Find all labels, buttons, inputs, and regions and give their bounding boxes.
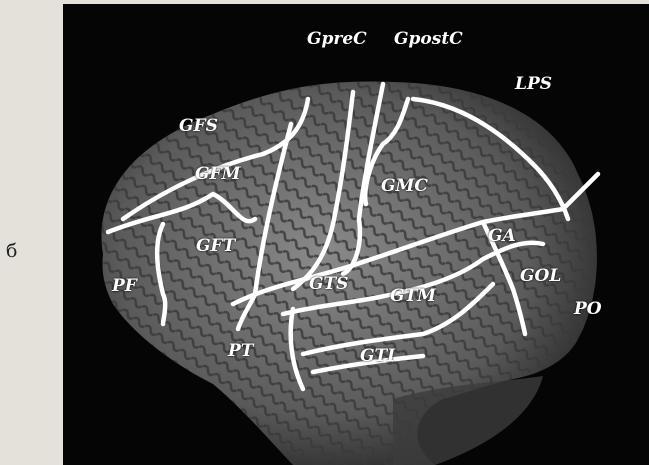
label-gft: GFT (196, 236, 235, 256)
label-gol: GOL (520, 266, 561, 286)
label-gtm: GTM (390, 286, 436, 306)
label-gprec: GpreC (307, 29, 367, 49)
label-lps: LPS (515, 74, 552, 94)
label-po: PO (574, 299, 602, 319)
label-gti: GTI (360, 346, 395, 366)
label-pt: PT (228, 341, 253, 361)
label-gpostc: GpostC (394, 29, 463, 49)
label-gmc: GMC (381, 176, 428, 196)
label-gfm: GFM (195, 164, 240, 184)
figure-panel-letter: б (6, 240, 30, 262)
label-gts: GTS (309, 274, 348, 294)
label-gfs: GFS (179, 116, 218, 136)
brain-mri-figure: GpreC GpostC LPS GFS GFM GMC GFT GA PF G… (63, 4, 649, 465)
label-ga: GA (488, 226, 516, 246)
brain-illustration (63, 4, 649, 465)
label-pf: PF (112, 276, 137, 296)
